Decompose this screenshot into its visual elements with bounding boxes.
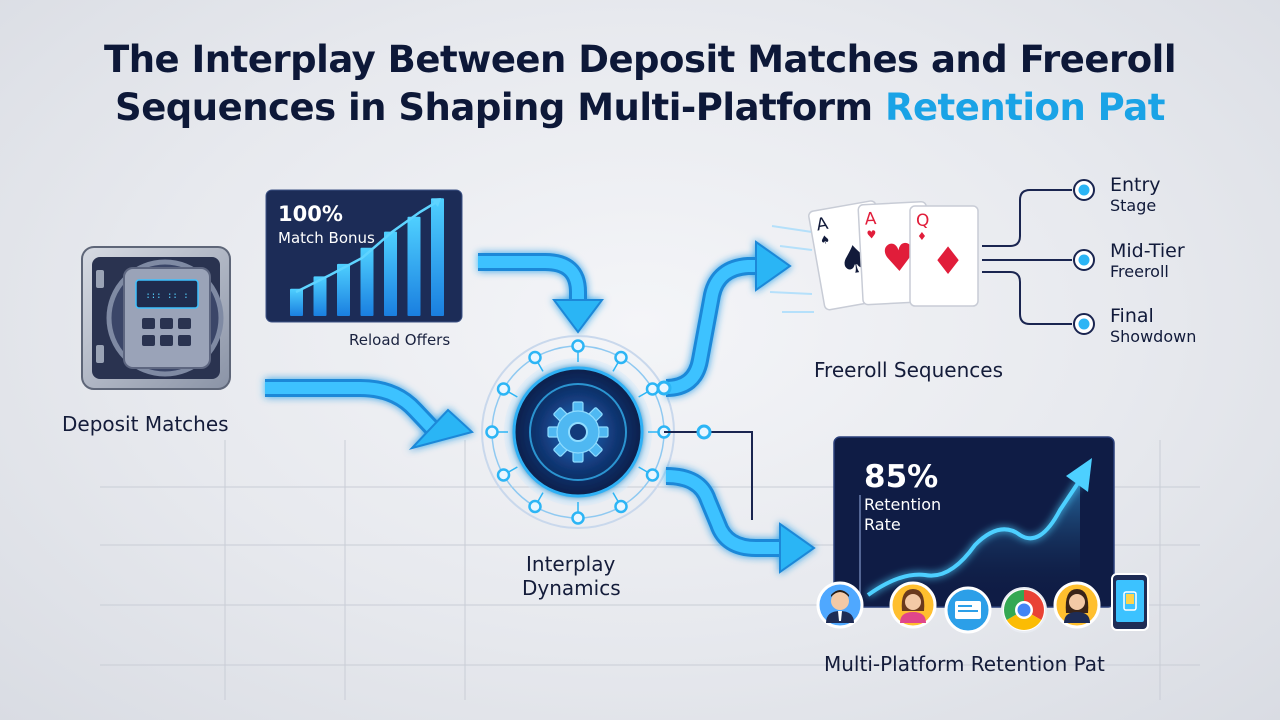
bonus-label: Match Bonus bbox=[278, 229, 375, 247]
card-suit-small: ♦ bbox=[917, 230, 927, 243]
arrow-deposit-to-hub bbox=[265, 379, 475, 450]
mobile-phone-icon bbox=[1111, 573, 1149, 631]
bonus-bar bbox=[337, 263, 350, 316]
retention-panel bbox=[833, 436, 1115, 608]
stage-dots bbox=[1073, 179, 1095, 335]
stage-mid-title: Mid-Tier bbox=[1110, 240, 1185, 262]
deposit-matches-label: Deposit Matches bbox=[62, 412, 229, 436]
avatar-woman-icon bbox=[889, 581, 937, 629]
retention-label-line1: Retention bbox=[864, 495, 942, 514]
hub-node bbox=[645, 468, 660, 482]
retention-caption: Multi-Platform Retention Pat bbox=[824, 652, 1105, 676]
svg-text:::: :: :: ::: :: : bbox=[145, 291, 188, 301]
card-rank: A bbox=[815, 214, 830, 236]
chrome-browser-icon bbox=[1001, 587, 1047, 633]
bonus-bar bbox=[384, 231, 397, 316]
stage-mid-sub: Freeroll bbox=[1110, 262, 1169, 281]
platform-icons bbox=[816, 573, 1149, 634]
playing-card: Q♦ ♦ bbox=[909, 205, 979, 307]
freeroll-arrow-start-node bbox=[656, 380, 672, 396]
hub-node bbox=[485, 425, 499, 439]
bonus-bar bbox=[431, 198, 444, 316]
hub-label-line1: Interplay bbox=[526, 552, 616, 576]
title-line-2-main: Sequences in Shaping Multi-Platform bbox=[115, 86, 885, 129]
hub-node bbox=[496, 382, 511, 396]
card-suit-small: ♠ bbox=[819, 233, 831, 248]
stage-entry-title: Entry bbox=[1110, 174, 1161, 196]
avatar-man-icon bbox=[816, 581, 864, 629]
reload-offers-caption: Reload Offers bbox=[349, 331, 451, 349]
retention-trend-line bbox=[866, 478, 1082, 597]
hub-node bbox=[496, 468, 511, 482]
card-rank: Q bbox=[916, 211, 929, 231]
desktop-app-icon bbox=[944, 586, 992, 634]
arrow-bonus-to-hub bbox=[478, 253, 604, 334]
hub-node bbox=[571, 339, 585, 353]
retention-label-line2: Rate bbox=[864, 515, 901, 534]
page-title: The Interplay Between Deposit Matches an… bbox=[0, 36, 1280, 132]
title-accent: Retention Pat bbox=[884, 86, 1166, 129]
playing-cards: A♠♠A♥♥Q♦♦ bbox=[808, 200, 979, 311]
retention-percent: 85% bbox=[864, 459, 939, 495]
hub-node bbox=[614, 499, 628, 514]
arrow-hub-to-freeroll bbox=[665, 240, 792, 397]
hub-node bbox=[571, 511, 585, 525]
bonus-bar bbox=[360, 247, 374, 316]
title-line-2: Sequences in Shaping Multi-Platform Rete… bbox=[0, 84, 1280, 132]
card-rank: A bbox=[864, 209, 877, 230]
hub-node bbox=[645, 382, 660, 396]
bonus-bar-chart bbox=[290, 198, 444, 316]
title-line-1: The Interplay Between Deposit Matches an… bbox=[103, 38, 1177, 81]
avatar-woman-2-icon bbox=[1053, 581, 1101, 629]
hub-node bbox=[528, 499, 542, 514]
gear-icon bbox=[547, 401, 609, 463]
stage-final-title: Final bbox=[1110, 305, 1154, 327]
bonus-percent: 100% bbox=[278, 202, 343, 226]
stage-final-sub: Showdown bbox=[1110, 327, 1197, 346]
hub-nodes bbox=[485, 339, 671, 525]
hub-connector-node bbox=[696, 424, 712, 440]
bonus-bar bbox=[407, 216, 421, 316]
card-suit-small: ♥ bbox=[866, 228, 877, 241]
hub-node bbox=[528, 350, 542, 365]
hub-connectors bbox=[664, 431, 753, 520]
retention-trend-arrowhead bbox=[1066, 458, 1092, 492]
card-suit: ♦ bbox=[931, 239, 965, 283]
stage-connectors bbox=[982, 189, 1072, 325]
arrow-hub-to-retention bbox=[665, 467, 816, 574]
bonus-trend-arrowhead bbox=[431, 198, 441, 207]
hub-label-line2: Dynamics bbox=[522, 576, 621, 600]
bonus-bar bbox=[313, 276, 327, 316]
speed-lines bbox=[769, 225, 814, 313]
hub-node bbox=[614, 350, 628, 365]
bonus-bar bbox=[290, 288, 303, 316]
vault-safe-icon: ::: :: : bbox=[81, 246, 231, 390]
freeroll-label: Freeroll Sequences bbox=[814, 358, 1004, 382]
bonus-trend-line bbox=[295, 198, 441, 294]
stage-entry-sub: Stage bbox=[1110, 196, 1157, 215]
